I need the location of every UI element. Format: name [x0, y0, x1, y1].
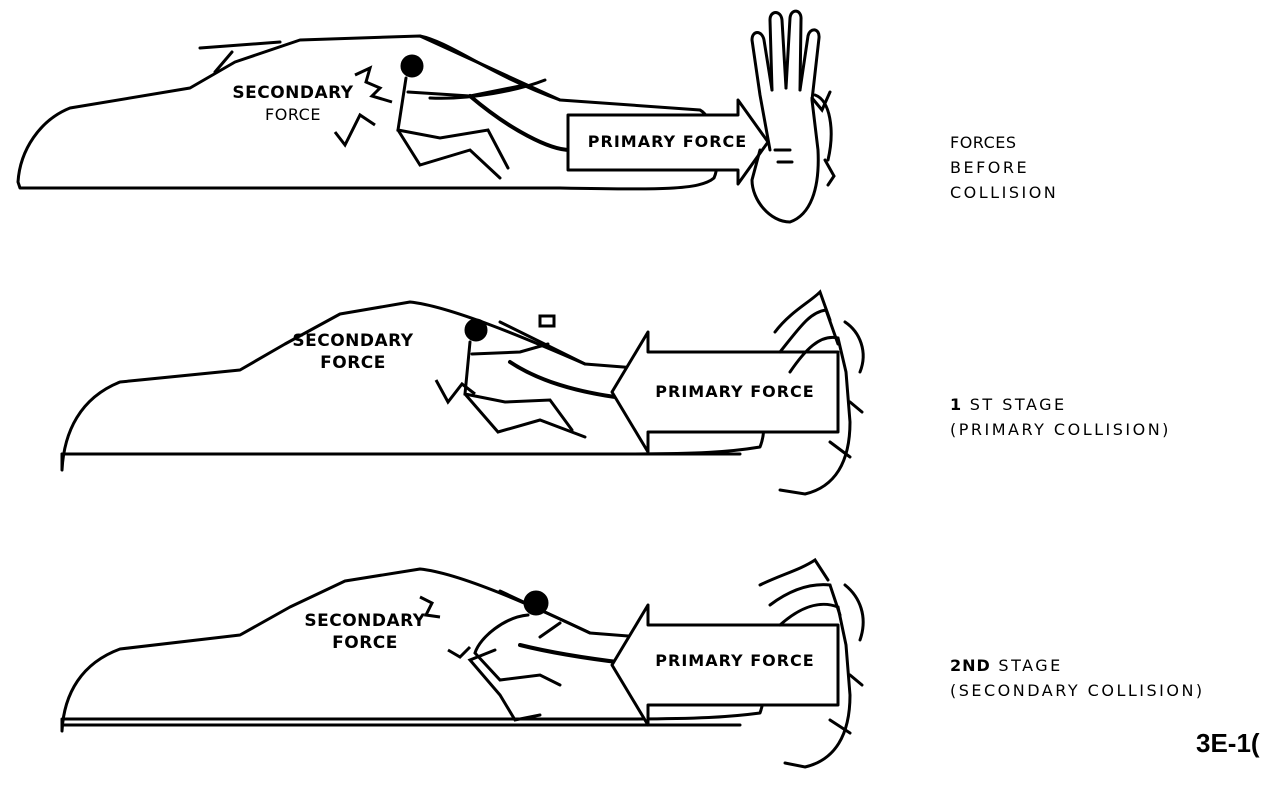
- primary-force-label: PRIMARY FORCE: [620, 650, 850, 672]
- caption-first-stage: 1 ST STAGE (PRIMARY COLLISION): [950, 392, 1171, 442]
- secondary-force-label: SECONDARY FORCE: [218, 82, 368, 126]
- secondary-force-label: SECONDARY FORCE: [278, 330, 428, 374]
- panel-before-collision: SECONDARY FORCE PRIMARY FORCE: [0, 0, 860, 250]
- barrier-hand-icon: [752, 11, 834, 222]
- driver-figure: [470, 592, 625, 720]
- panel-first-stage: SECONDARY FORCE PRIMARY FORCE: [0, 272, 860, 522]
- page-number: 3E-1(: [1196, 728, 1260, 759]
- car-illustration: [0, 0, 860, 250]
- roof-trim: [200, 42, 280, 72]
- primary-force-label: PRIMARY FORCE: [570, 131, 765, 153]
- stage-number: 1: [950, 395, 962, 414]
- secondary-force-arrow-lower: [448, 647, 470, 657]
- primary-force-label: PRIMARY FORCE: [620, 381, 850, 403]
- windshield-line: [420, 36, 560, 100]
- driver-figure: [398, 56, 570, 178]
- stage-number: 2ND: [950, 656, 991, 675]
- windshield-line: [500, 322, 585, 364]
- caption-before-collision: FORCES BEFORE COLLISION: [950, 130, 1058, 205]
- caption-second-stage: 2ND STAGE (SECONDARY COLLISION): [950, 653, 1205, 703]
- secondary-force-label: SECONDARY FORCE: [290, 610, 440, 654]
- driver-figure: [465, 316, 615, 437]
- panel-second-stage: SECONDARY FORCE PRIMARY FORCE: [0, 545, 860, 795]
